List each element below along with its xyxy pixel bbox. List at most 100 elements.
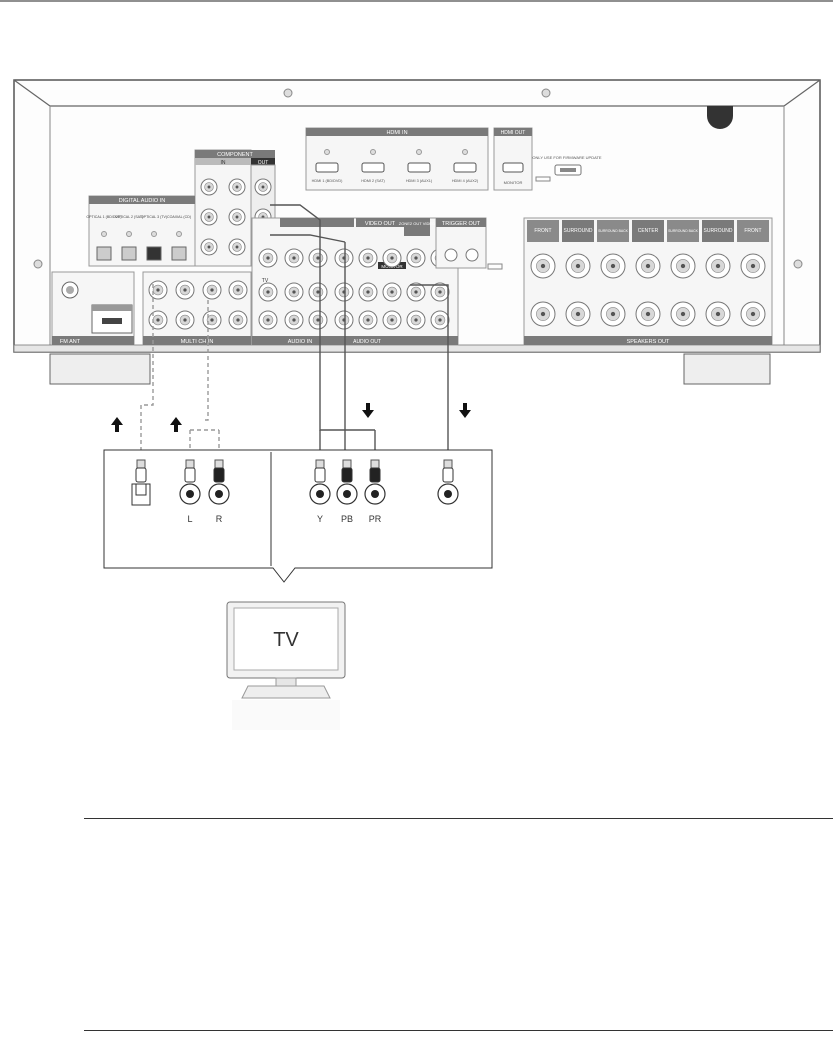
speaker-channel: SURROUND: [562, 220, 594, 327]
speaker-channel: FRONT: [737, 220, 769, 327]
rca-jack: [430, 310, 450, 330]
optical-port: OPTICAL 2 (SAT): [115, 215, 143, 261]
multi-ch-jack: [202, 280, 222, 300]
speaker-terminal: [705, 253, 731, 279]
rca-jack: [358, 248, 378, 268]
down-arrow-icon: [459, 403, 471, 418]
optical-port: COAXIAL (CD): [167, 215, 191, 261]
trigger-out-title: TRIGGER OUT: [442, 221, 481, 227]
component-plug-pr: PR: [364, 459, 386, 524]
multi-ch-jack: [148, 280, 168, 300]
rca-jack: [308, 248, 328, 268]
rca-jack: [284, 248, 304, 268]
tv-connection-callout: [103, 449, 493, 583]
rca-jack: [406, 310, 426, 330]
multi-ch-in-title: MULTI CH IN: [181, 339, 214, 345]
hdmi-in-port: HDMI 1 (BD/DVD): [312, 149, 343, 183]
optical-port-label: OPTICAL 3 (TV): [141, 215, 167, 219]
component-in-jack: [200, 208, 218, 226]
plug-label: PB: [341, 514, 353, 524]
video-out-title: VIDEO OUT: [365, 221, 396, 227]
optical-port-label: OPTICAL 2 (SAT): [115, 215, 143, 219]
rca-jack: [382, 310, 402, 330]
audio-in-title: AUDIO IN: [288, 339, 312, 345]
speaker-channel-label: CENTER: [638, 228, 659, 234]
section-divider-top: [84, 818, 833, 819]
rca-jack: [406, 282, 426, 302]
rca-jack: [308, 282, 328, 302]
speaker-channel: SURROUND BACK: [667, 220, 699, 327]
plug-label: Y: [317, 514, 323, 524]
optical-port-label: COAXIAL (CD): [167, 215, 191, 219]
direction-arrows: [111, 403, 471, 432]
speaker-channel-label: SURROUND BACK: [598, 229, 629, 233]
hdmi-port-label: HDMI 4 (AUX2): [452, 179, 479, 183]
rca-jack: [308, 310, 328, 330]
component-in-jack: [228, 208, 246, 226]
speaker-channel-label: SURROUND BACK: [668, 229, 699, 233]
component-out-title: OUT: [258, 160, 269, 166]
tv-illustration: TV: [226, 601, 346, 730]
rca-jack: [334, 248, 354, 268]
up-arrow-icon: [111, 417, 123, 432]
speaker-terminal: [670, 253, 696, 279]
plug-label: R: [216, 514, 223, 524]
trigger-out-panel: TRIGGER OUT: [435, 217, 503, 270]
optical-port-label: OPTICAL 1 (BD/DVD): [86, 215, 121, 219]
rca-jack: [358, 310, 378, 330]
rca-jack: [334, 310, 354, 330]
component-in-title: IN: [221, 160, 226, 166]
rca-jack: [406, 248, 426, 268]
zone2-out-video-title: ZONE2 OUT VIDEO: [399, 221, 435, 226]
hdmi-out-title: HDMI OUT: [501, 130, 526, 136]
component-in-jack: [200, 178, 218, 196]
component-in-jack: [228, 178, 246, 196]
digital-audio-in-title: DIGITAL AUDIO IN: [119, 198, 165, 204]
rca-jack: [382, 248, 402, 268]
tv-jack-label: TV: [262, 278, 269, 284]
speaker-terminal: [530, 253, 556, 279]
rca-jack: [382, 282, 402, 302]
usb-note: ONLY USE FOR FIRMWARE UPDATE: [532, 155, 602, 160]
hdmi-in-port: HDMI 2 (SAT): [361, 149, 386, 183]
speaker-terminal: [565, 253, 591, 279]
speaker-terminal: [635, 301, 661, 327]
audio-out-title: AUDIO OUT: [353, 339, 381, 345]
hdmi-port-label: HDMI 3 (AUX1): [406, 179, 433, 183]
speaker-terminal: [565, 301, 591, 327]
down-arrow-icon: [362, 403, 374, 418]
video-out-panel: VIDEO OUT ZONE2 OUT VIDEO MONITOR AUDIO …: [251, 217, 459, 346]
hdmi-in-title: HDMI IN: [386, 130, 407, 136]
rca-jack: [334, 282, 354, 302]
hdmi-in-port: HDMI 3 (AUX1): [406, 149, 433, 183]
speakers-out-title: SPEAKERS OUT: [627, 339, 670, 345]
hdmi-out-panel: HDMI OUT MONITOR ONLY USE FOR FIRMWARE U…: [493, 127, 602, 191]
component-in-jack: [200, 238, 218, 256]
multi-ch-jack: [148, 310, 168, 330]
speaker-channel: SURROUND: [702, 220, 734, 327]
rca-jack: [258, 282, 278, 302]
multi-ch-jack: [202, 310, 222, 330]
optical-port: OPTICAL 1 (BD/DVD): [86, 215, 122, 261]
rca-jack: [358, 282, 378, 302]
speaker-channel-label: FRONT: [744, 228, 761, 234]
rca-jack: [284, 310, 304, 330]
rca-jack: [258, 248, 278, 268]
component-in-jack: [228, 238, 246, 256]
hdmi-in-panel: HDMI IN HDMI 1 (BD/DVD) HDMI 2 (SAT) HDMI …: [305, 127, 489, 191]
speaker-channel: FRONT: [527, 220, 559, 327]
audio-plug-r: R: [208, 459, 230, 524]
component-plug-pb: PB: [336, 459, 358, 524]
multi-ch-jack: [228, 310, 248, 330]
optical-plug: [131, 459, 151, 506]
speaker-terminal: [670, 301, 696, 327]
hdmi-out-port-label: MONITOR: [504, 180, 523, 185]
component-out-jack: [254, 178, 272, 196]
speaker-terminal: [600, 301, 626, 327]
up-arrow-icon: [170, 417, 182, 432]
multi-ch-jack: [228, 280, 248, 300]
digital-audio-in-panel: DIGITAL AUDIO IN OPTICAL 1 (BD/DVD)OPTIC…: [86, 195, 196, 267]
